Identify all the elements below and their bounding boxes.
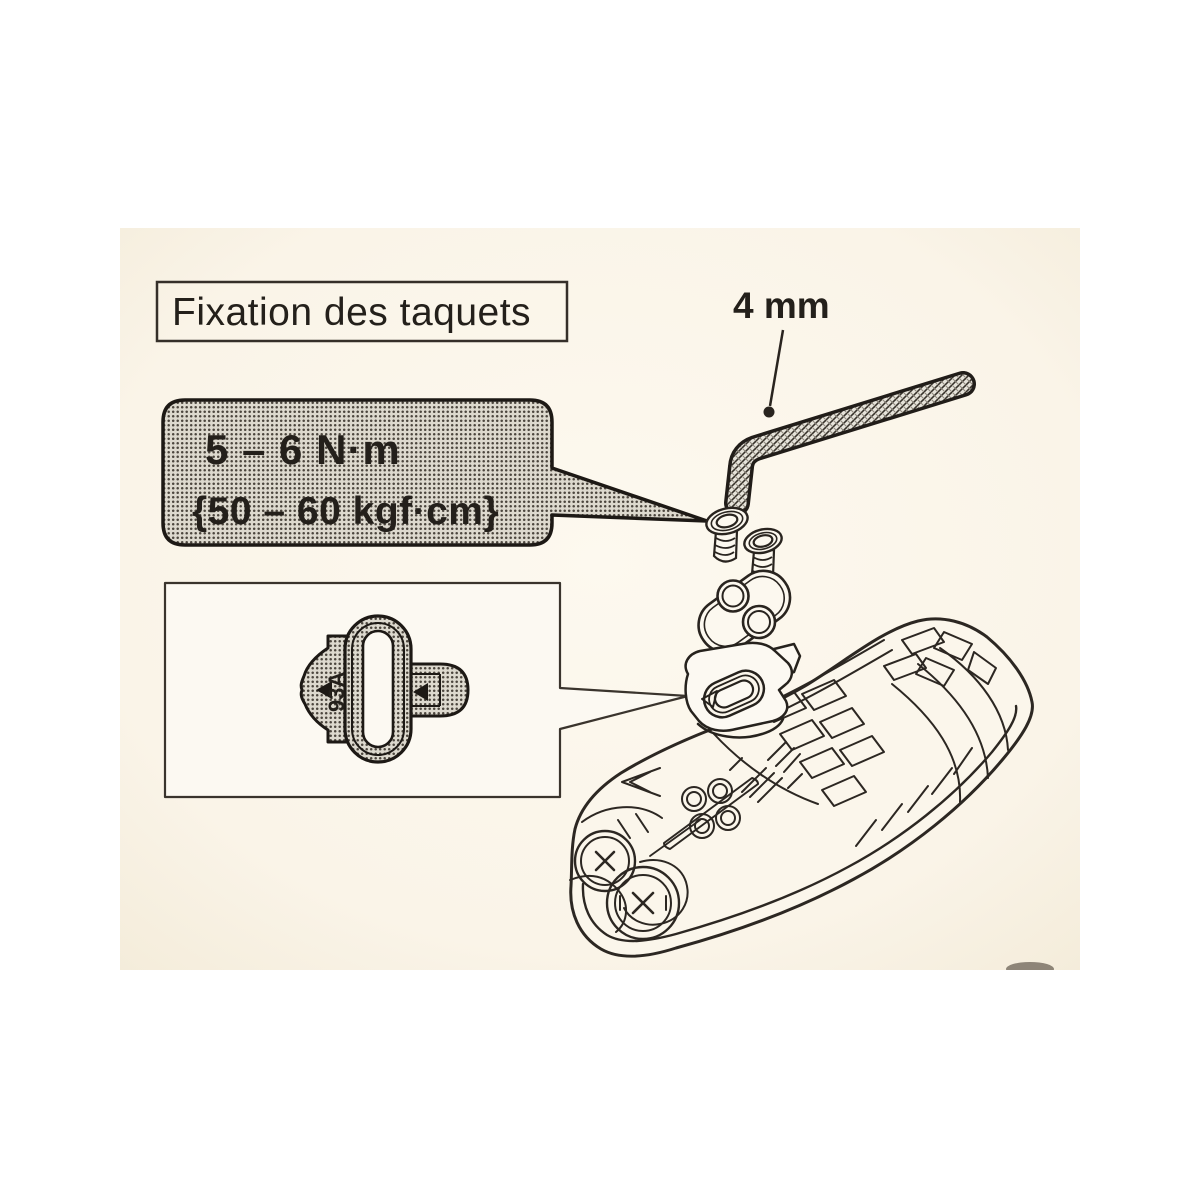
tool-size-label: 4 mm	[733, 285, 830, 326]
torque-value-nm: 5 – 6 N·m	[205, 426, 401, 473]
heel-spike-screw	[573, 829, 637, 893]
sole-outline	[569, 617, 1034, 958]
spd-cleat-top-view: 93A	[299, 614, 470, 764]
cleat-adapter-plate	[697, 569, 792, 654]
toe-lugs	[883, 627, 997, 687]
heel-spike-screw	[605, 865, 681, 941]
sole-inner-rim	[581, 704, 1018, 943]
torque-value-kgfcm: {50 – 60 kgf·cm}	[192, 490, 499, 533]
mounted-cleat-arrow-icon	[701, 690, 718, 708]
leader-dot	[763, 406, 775, 418]
screw-large	[705, 506, 749, 563]
tread-hatching	[729, 741, 803, 803]
mounted-cleat-base-lip	[696, 717, 785, 739]
torque-callout: 5 – 6 N·m {50 – 60 kgf·cm}	[161, 398, 709, 547]
cleat-ring-mid	[351, 622, 405, 756]
shoe-sole-illustration	[569, 617, 1034, 958]
title-box: Fixation des taquets	[155, 280, 569, 343]
page-edge-smudge	[1006, 962, 1054, 970]
cleat-direction-arrow-left-icon	[316, 681, 332, 699]
tool-size-callout: 4 mm	[733, 285, 830, 418]
cleat-tab-inner-line	[411, 673, 441, 707]
mounted-cleat	[684, 641, 802, 739]
cleat-right-tab	[398, 662, 470, 718]
allen-key	[724, 371, 976, 516]
page-title: Fixation des taquets	[172, 291, 531, 334]
cleat-slot	[361, 629, 395, 749]
cleat-marking-text: 93A	[324, 672, 349, 712]
arch-lugs	[761, 679, 885, 807]
leader-line	[768, 329, 785, 407]
cleat-direction-arrow-right-icon	[413, 683, 428, 701]
edge-ticks	[855, 747, 973, 847]
